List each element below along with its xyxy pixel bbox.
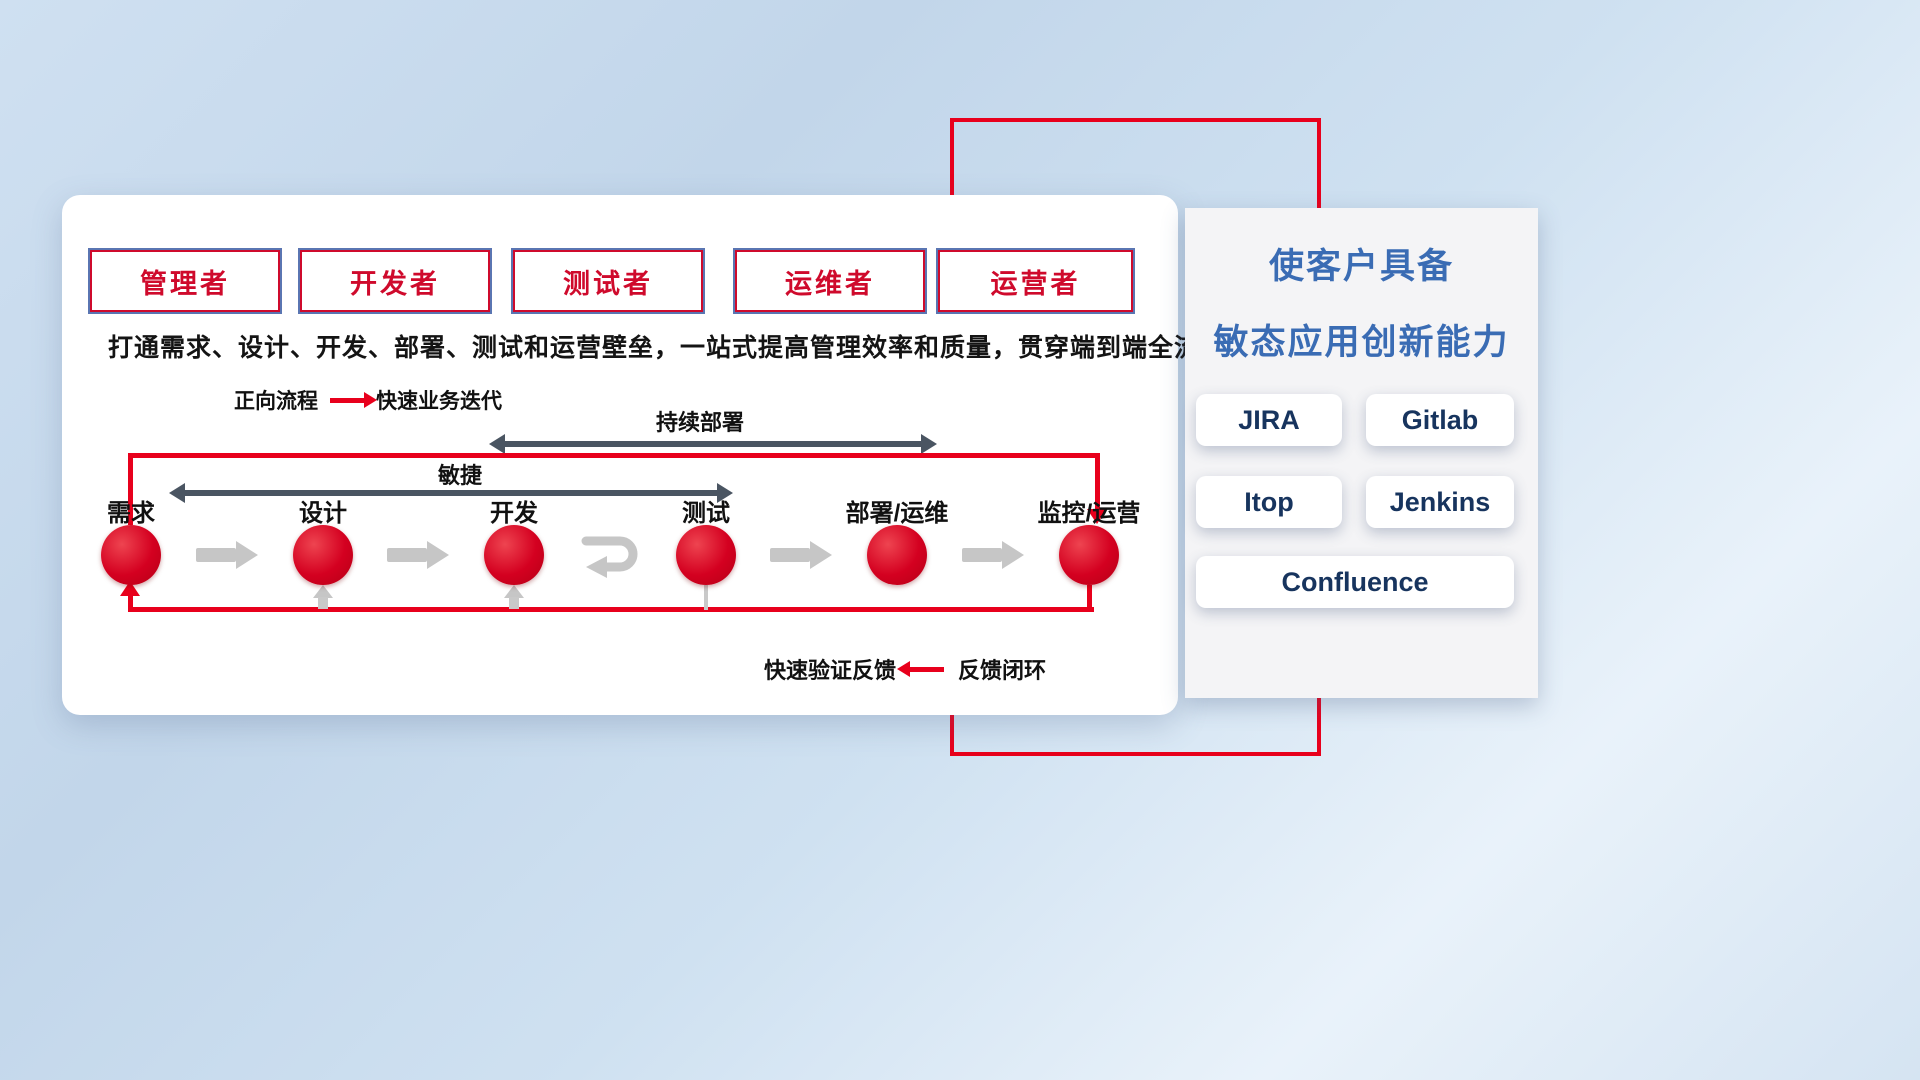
legend-forward-label: 正向流程	[234, 390, 318, 413]
role-label: 管理者	[140, 268, 230, 299]
role-label: 测试者	[563, 268, 653, 299]
node-label-testing: 测试	[682, 500, 730, 527]
tool-chip-jira: JIRA	[1196, 394, 1342, 446]
flow-arrow-icon	[770, 541, 832, 569]
forward-arrow-icon	[330, 391, 377, 408]
continuous-deploy-arrow-icon	[489, 434, 937, 454]
flow-arrow-icon	[387, 541, 449, 569]
node-label-design: 设计	[299, 500, 347, 527]
role-box-tester: 测试者	[513, 250, 703, 312]
tool-chip-confluence: Confluence	[1196, 556, 1514, 608]
agile-arrow-icon	[169, 483, 733, 503]
feedback-loop-bottom-line	[128, 607, 1094, 612]
forward-loop-left-line	[128, 453, 133, 525]
tool-chip-jenkins: Jenkins	[1366, 476, 1514, 528]
role-box-developer: 开发者	[300, 250, 490, 312]
legend-forward: 正向流程 快速业务迭代	[234, 385, 502, 415]
role-box-operator: 运营者	[938, 250, 1133, 312]
feedback-arrow-icon	[897, 660, 945, 677]
node-label-requirements: 需求	[107, 500, 155, 527]
feedback-loop-arrowhead-icon	[120, 581, 140, 596]
role-label: 开发者	[350, 268, 440, 299]
agile-label: 敏捷	[437, 463, 482, 488]
development-up-arrow-icon	[504, 585, 524, 598]
panel-title-line1: 使客户具备	[1268, 247, 1454, 286]
design-up-arrow-icon	[313, 585, 333, 598]
legend-feedback-value: 反馈闭环	[958, 658, 1047, 683]
node-label-deploy-ops: 部署/运维	[845, 500, 949, 527]
description-text: 打通需求、设计、开发、部署、测试和运营壁垒，一站式提高管理效率和质量，贯穿端到端…	[108, 334, 1227, 362]
tool-chip-gitlab: Gitlab	[1366, 394, 1514, 446]
role-label: 运维者	[785, 268, 875, 299]
tool-chip-itop: Itop	[1196, 476, 1342, 528]
node-label-monitor-operations: 监控/运营	[1037, 500, 1141, 527]
design-up-arrow-body	[318, 597, 328, 609]
role-label: 运营者	[990, 268, 1081, 299]
tools-panel: 使客户具备 敏态应用创新能力 JIRA Gitlab Itop Jenkins …	[1185, 208, 1538, 698]
main-diagram-card: 管理者 开发者 测试者 运维者 运营者 打通需求、设计、开发、部署、测试和运营壁…	[62, 195, 1225, 715]
role-box-ops: 运维者	[735, 250, 925, 312]
node-design	[293, 525, 353, 585]
panel-title-line2: 敏态应用创新能力	[1213, 323, 1510, 362]
node-testing	[676, 525, 736, 585]
development-up-arrow-body	[509, 597, 519, 609]
testing-feedback-line	[704, 585, 708, 610]
legend-feedback-label: 快速验证反馈	[764, 658, 897, 683]
forward-loop-right-line	[1095, 453, 1100, 511]
flow-arrow-icon	[196, 541, 258, 569]
role-box-manager: 管理者	[90, 250, 280, 312]
node-requirements	[101, 525, 161, 585]
flow-arrow-icon	[962, 541, 1024, 569]
node-development	[484, 525, 544, 585]
iteration-loop-icon	[581, 536, 638, 578]
forward-loop-top-line	[128, 453, 1098, 458]
legend-feedback: 快速验证反馈 反馈闭环	[764, 653, 1046, 685]
node-deploy-ops	[867, 525, 927, 585]
forward-loop-arrowhead-icon	[1087, 509, 1107, 524]
node-label-development: 开发	[490, 500, 538, 527]
node-monitor-operations	[1059, 525, 1119, 585]
feedback-loop-right-line	[1087, 585, 1092, 612]
continuous-deploy-label: 持续部署	[655, 410, 744, 435]
feedback-loop-left-line	[128, 594, 133, 612]
legend-forward-value: 快速业务迭代	[376, 390, 502, 413]
